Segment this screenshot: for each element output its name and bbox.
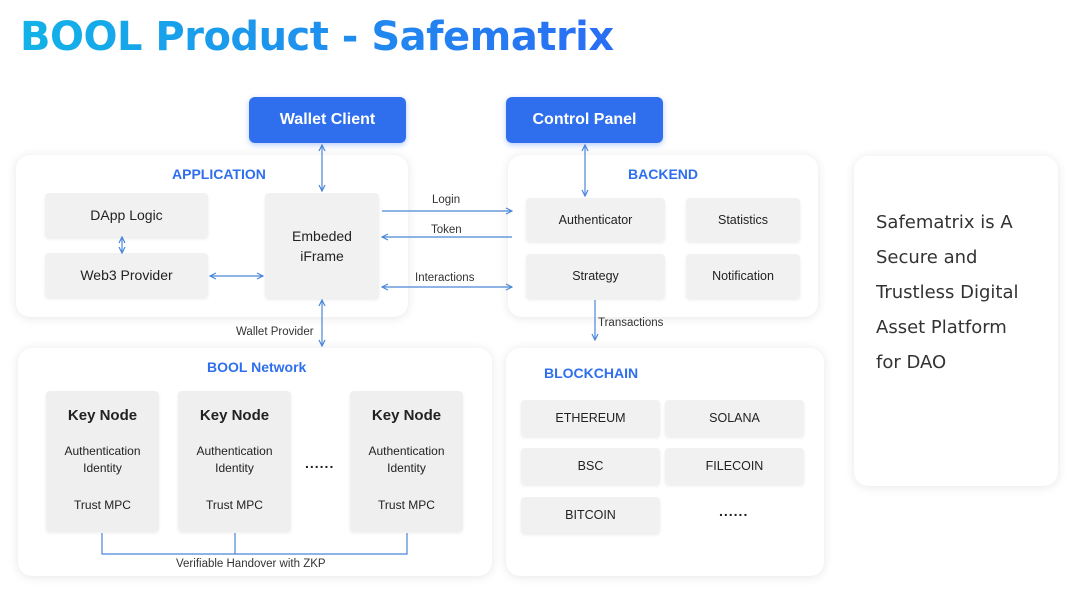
dapp-logic-box: DApp Logic — [45, 193, 208, 237]
chain-bitcoin: BITCOIN — [521, 497, 660, 533]
iframe-label-line1: Embeded — [292, 227, 352, 244]
description-line: Asset Platform — [876, 317, 1007, 338]
key-node-line: Authentication — [64, 444, 141, 458]
token-label: Token — [431, 224, 462, 236]
backend-title: BACKEND — [628, 166, 698, 182]
interactions-label: Interactions — [415, 272, 475, 284]
notification-box: Notification — [686, 254, 800, 298]
key-node-line: Identity — [387, 461, 426, 475]
web3-provider-box: Web3 Provider — [45, 253, 208, 297]
zkp-handover-bracket — [101, 533, 408, 555]
description-line: for DAO — [876, 352, 947, 373]
key-node-line: Trust MPC — [206, 498, 263, 512]
description-line: Secure and — [876, 247, 978, 268]
description-line: Safematrix is A — [876, 212, 1013, 233]
key-node-2: Key Node Authentication Identity Trust M… — [178, 391, 291, 531]
authenticator-box: Authenticator — [526, 198, 665, 241]
chain-bsc: BSC — [521, 448, 660, 484]
key-node-line: Trust MPC — [378, 498, 435, 512]
key-node-title: Key Node — [199, 407, 270, 424]
chain-ellipsis: ...... — [719, 503, 749, 519]
bool-network-title: BOOL Network — [207, 359, 307, 375]
key-node-1: Key Node Authentication Identity Trust M… — [46, 391, 159, 531]
page-title: BOOL Product - Safematrix — [20, 14, 614, 60]
key-node-line: Identity — [215, 461, 254, 475]
verifiable-handover-label: Verifiable Handover with ZKP — [176, 558, 326, 570]
key-node-3: Key Node Authentication Identity Trust M… — [350, 391, 463, 531]
chain-solana: SOLANA — [665, 400, 804, 436]
control-panel-button[interactable]: Control Panel — [506, 97, 663, 143]
description-line: Trustless Digital — [876, 282, 1019, 303]
key-node-line: Authentication — [368, 444, 445, 458]
key-node-title: Key Node — [67, 407, 138, 424]
wallet-client-button[interactable]: Wallet Client — [249, 97, 406, 143]
statistics-box: Statistics — [686, 198, 800, 241]
application-title: APPLICATION — [172, 166, 266, 182]
chain-filecoin: FILECOIN — [665, 448, 804, 484]
iframe-label-line2: iFrame — [300, 247, 344, 264]
key-node-line: Authentication — [196, 444, 273, 458]
blockchain-title: BLOCKCHAIN — [544, 365, 639, 381]
embedded-iframe-box: Embeded iFrame — [265, 193, 379, 298]
key-node-ellipsis: ...... — [305, 455, 335, 471]
chain-ethereum: ETHEREUM — [521, 400, 660, 436]
transactions-label: Transactions — [598, 317, 664, 329]
description-card: Safematrix is A Secure and Trustless Dig… — [854, 156, 1058, 486]
key-node-line: Identity — [83, 461, 122, 475]
key-node-title: Key Node — [371, 407, 442, 424]
login-label: Login — [432, 194, 461, 206]
key-node-line: Trust MPC — [74, 498, 131, 512]
wallet-provider-label: Wallet Provider — [236, 326, 314, 338]
strategy-box: Strategy — [526, 254, 665, 298]
